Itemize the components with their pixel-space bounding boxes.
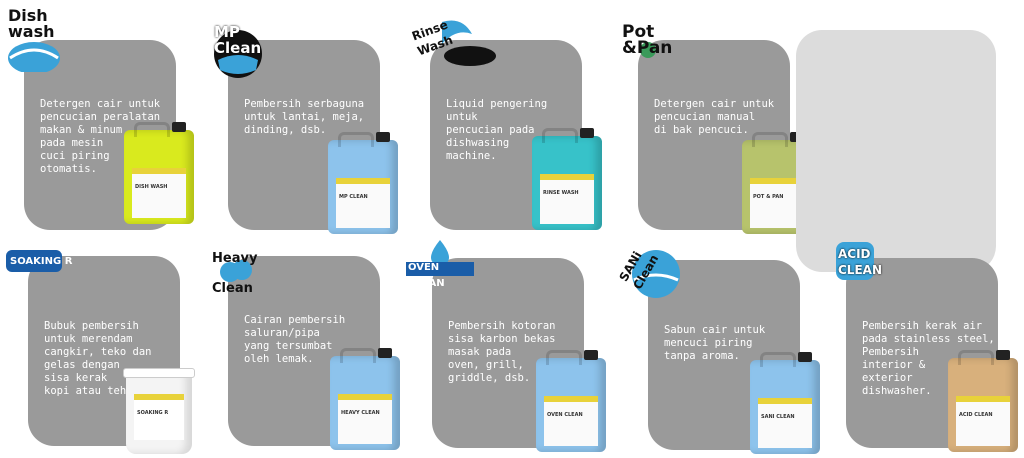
product-label-text: HEAVY CLEAN bbox=[341, 410, 380, 416]
logo-text: MP Clean bbox=[214, 23, 262, 57]
product-description: Detergen cair untuk pencucian peralatan … bbox=[40, 98, 161, 175]
logo-text: Dish wash bbox=[8, 6, 55, 41]
soaking-r-logo: SOAKING R bbox=[4, 238, 78, 300]
logo-text: Pot &Pan bbox=[622, 22, 673, 58]
rinse-wash-logo: Rinse Wash bbox=[410, 16, 502, 78]
mp-clean-logo: MP Clean bbox=[210, 20, 272, 82]
product-label-text: RINSE WASH bbox=[543, 190, 579, 196]
product-jerrycan-image: SANI CLEAN bbox=[750, 352, 820, 454]
product-jerrycan-image: OVEN CLEAN bbox=[536, 350, 606, 452]
product-description: Pembersih kerak air pada stainless steel… bbox=[862, 320, 995, 397]
logo-text: OVEN CLEAN bbox=[408, 262, 445, 289]
product-description: Liquid pengering untuk pencucian pada di… bbox=[446, 98, 548, 162]
product-jerrycan-image: DISH WASH bbox=[124, 122, 194, 224]
product-label-text: SANI CLEAN bbox=[761, 414, 795, 420]
product-jerrycan-image: RINSE WASH bbox=[532, 128, 602, 230]
product-card-heavy-clean: Cairan pembersih saluran/pipa yang tersu… bbox=[228, 256, 400, 450]
product-jerrycan-image: HEAVY CLEAN bbox=[330, 348, 400, 450]
product-label-text: OVEN CLEAN bbox=[547, 412, 583, 418]
product-card-dish-wash: Detergen cair untuk pencucian peralatan … bbox=[24, 40, 194, 230]
heavy-clean-logo: Heavy Clean bbox=[208, 244, 270, 306]
sani-clean-logo: SANi Clean bbox=[616, 244, 682, 306]
product-bucket-image: SOAKING R bbox=[123, 368, 195, 454]
logo-text: Heavy Clean bbox=[212, 251, 258, 296]
product-card-mp-clean: Pembersih serbaguna untuk lantai, meja, … bbox=[228, 40, 398, 234]
product-description: Detergen cair untuk pencucian manual di … bbox=[654, 98, 775, 136]
acid-clean-logo: ACID CLEAN bbox=[830, 236, 892, 298]
product-card-soaking-r: Bubuk pembersih untuk merendam cangkir, … bbox=[28, 256, 195, 454]
product-jerrycan-image: ACID CLEAN bbox=[948, 350, 1018, 452]
product-label-text: MP CLEAN bbox=[339, 194, 368, 200]
product-description: Bubuk pembersih untuk merendam cangkir, … bbox=[44, 320, 152, 397]
product-label-text: ACID CLEAN bbox=[959, 412, 993, 418]
product-card-rinse-wash: Liquid pengering untuk pencucian pada di… bbox=[430, 40, 602, 230]
product-label-text: DISH WASH bbox=[135, 184, 168, 190]
product-label-text: POT & PAN bbox=[753, 194, 784, 200]
product-jerrycan-image: MP CLEAN bbox=[328, 132, 398, 234]
product-description: Cairan pembersih saluran/pipa yang tersu… bbox=[244, 314, 346, 365]
product-description: Sabun cair untuk mencuci piring tanpa ar… bbox=[664, 324, 766, 362]
product-card-acid-clean: Pembersih kerak air pada stainless steel… bbox=[846, 258, 1018, 452]
logo-text: ACID CLEAN bbox=[838, 247, 882, 277]
product-description: Pembersih kotoran sisa karbon bekas masa… bbox=[448, 320, 556, 384]
product-card-pot-pan: Detergen cair untuk pencucian manual di … bbox=[638, 40, 812, 234]
pot-pan-logo: Pot &Pan bbox=[618, 20, 680, 82]
dish-wash-logo: Dish wash bbox=[6, 6, 68, 74]
logo-text: SOAKING R bbox=[10, 256, 73, 267]
oven-clean-logo: OVEN CLEAN bbox=[404, 238, 476, 300]
product-card-sani-clean: Sabun cair untuk mencuci piring tanpa ar… bbox=[648, 260, 820, 454]
product-label-text: SOAKING R bbox=[137, 410, 169, 416]
product-description: Pembersih serbaguna untuk lantai, meja, … bbox=[244, 98, 365, 136]
empty-card bbox=[796, 30, 996, 272]
product-card-oven-clean: Pembersih kotoran sisa karbon bekas masa… bbox=[432, 258, 606, 452]
